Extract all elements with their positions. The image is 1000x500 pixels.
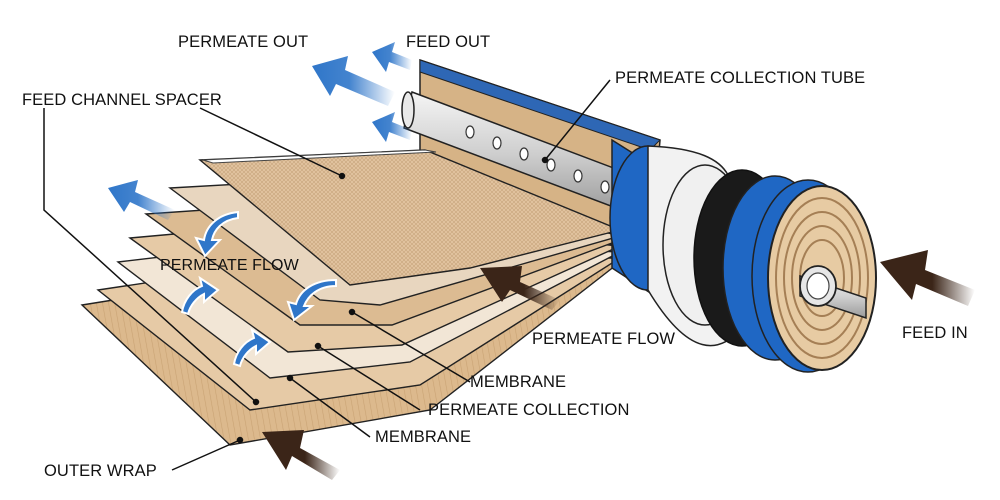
curved-arrow-2 <box>286 278 337 322</box>
arrow-feed-out-1 <box>372 42 412 72</box>
leader-membrane-1 <box>351 311 471 383</box>
label-permeate-collection-tube: PERMEATE COLLECTION TUBE <box>615 69 866 87</box>
leader-permeate-tube <box>544 79 611 161</box>
tube-holes <box>465 125 610 194</box>
spacer-overlay <box>202 149 437 164</box>
label-permeate-collection: PERMEATE COLLECTION <box>428 401 630 419</box>
label-membrane-top: MEMBRANE <box>470 373 567 391</box>
leader-membrane-2 <box>289 377 371 438</box>
curved-arrow-1 <box>194 210 239 258</box>
element-end-face <box>767 185 877 371</box>
leader-membrane-top <box>43 108 257 403</box>
permeate-out-arrows <box>108 42 412 220</box>
curved-arrow-3 <box>180 275 220 316</box>
curved-arrow-4 <box>232 327 272 368</box>
arrow-feed-in <box>880 250 975 306</box>
arrow-permeate-flow <box>480 266 560 310</box>
arrow-permeate-side <box>108 180 175 220</box>
arrow-permeate-out-main <box>312 56 395 106</box>
arrow-feed-out-2 <box>372 112 412 142</box>
label-membrane-bottom: MEMBRANE <box>375 428 472 446</box>
arrow-feed-bottom <box>262 430 340 480</box>
label-outer-wrap: OUTER WRAP <box>44 462 157 480</box>
label-permeate-out: PERMEATE OUT <box>178 33 309 51</box>
label-permeate-flow-sheet: PERMEATE FLOW <box>160 257 299 274</box>
label-feed-out: FEED OUT <box>406 33 491 51</box>
leader-outer-wrap <box>171 439 241 471</box>
leader-permeate-collection <box>317 345 421 411</box>
label-feed-channel-spacer: FEED CHANNEL SPACER <box>22 91 222 109</box>
leader-lines <box>43 79 611 471</box>
feed-arrows <box>262 250 975 480</box>
label-feed-in: FEED IN <box>902 324 968 342</box>
leader-feed-channel-spacer <box>199 107 343 177</box>
permeate-flow-arrows <box>180 210 337 368</box>
label-permeate-flow: PERMEATE FLOW <box>532 330 676 348</box>
